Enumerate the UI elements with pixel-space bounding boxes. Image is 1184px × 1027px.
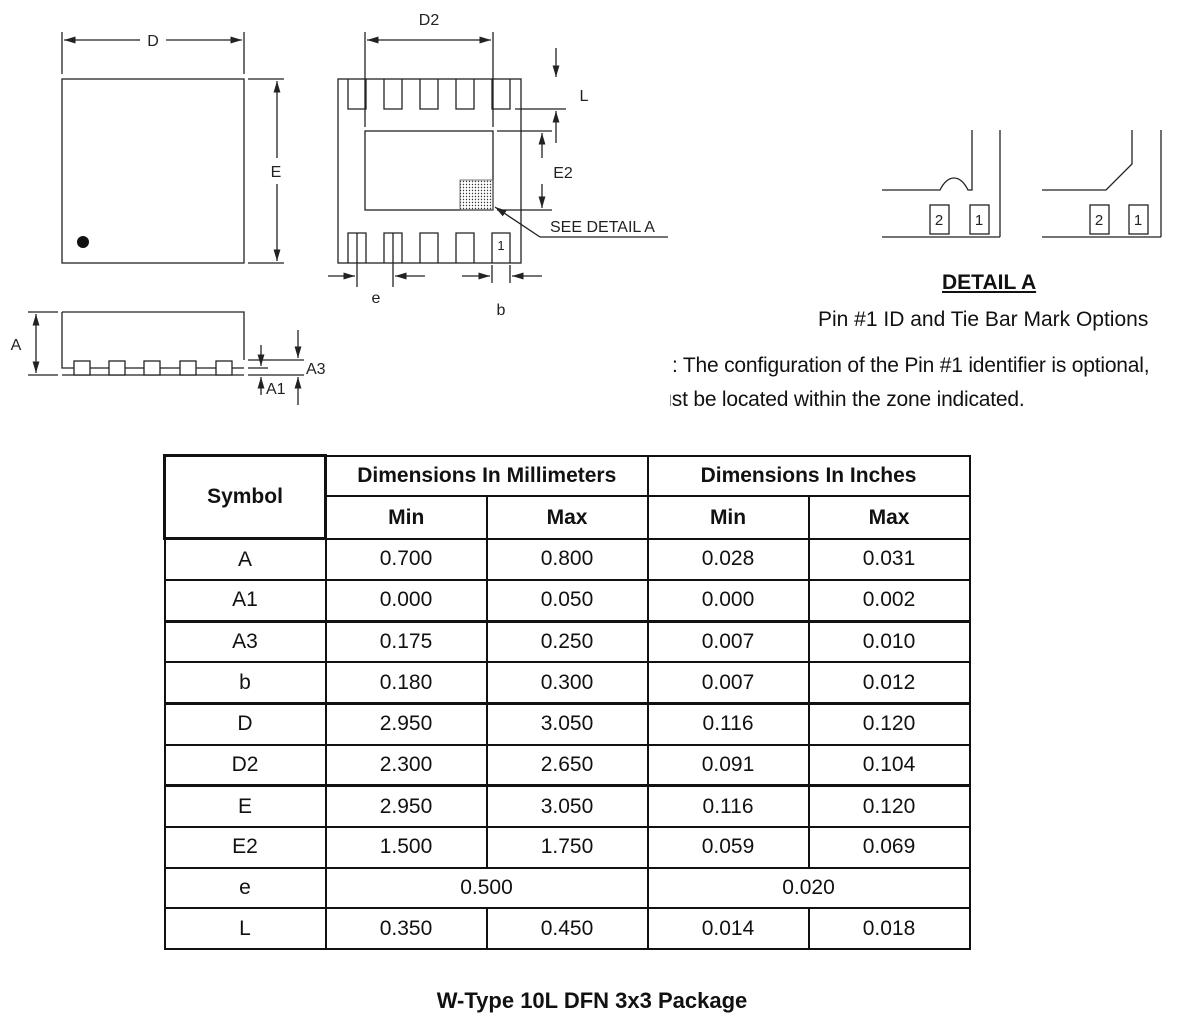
detail-a-note: : The configuration of the Pin #1 identi…	[670, 354, 1184, 420]
detail-pin1-label: 1	[1134, 212, 1142, 229]
mm-min-cell: 1.500	[324, 825, 488, 869]
mm-max-cell: 1.750	[485, 825, 649, 869]
mm-min-cell: 0.175	[324, 619, 488, 664]
in-min-cell: 0.091	[646, 743, 810, 787]
pin1-dot	[77, 236, 89, 248]
symbol-cell: A3	[163, 619, 327, 664]
mm-max-cell: 3.050	[485, 784, 649, 828]
table-row: L 0.350 0.450 0.014 0.018	[163, 907, 971, 950]
dim-d2-label: D2	[419, 12, 440, 29]
mm-max-header: Max	[485, 495, 649, 540]
pin1-label: 1	[497, 238, 504, 253]
package-caption: W-Type 10L DFN 3x3 Package	[436, 988, 748, 1013]
mm-min-cell: 0.180	[324, 661, 488, 705]
table-row: D2 2.300 2.650 0.091 0.104	[163, 743, 971, 787]
detail-pin2-label: 2	[1095, 212, 1103, 229]
dim-l-label: L	[580, 88, 589, 105]
mm-min-header: Min	[324, 495, 488, 540]
in-max-cell: 0.002	[807, 578, 971, 623]
detail-a-option-chamfer	[1042, 130, 1162, 238]
mm-value-cell: 0.500	[324, 866, 649, 910]
in-min-cell: 0.116	[646, 701, 810, 746]
mm-min-cell: 2.950	[324, 701, 488, 746]
mm-min-cell: 0.350	[324, 907, 488, 950]
in-min-cell: 0.116	[646, 784, 810, 828]
symbol-cell: D	[163, 701, 327, 746]
mm-max-cell: 2.650	[485, 743, 649, 787]
symbol-cell: E2	[163, 825, 327, 869]
in-min-cell: 0.059	[646, 825, 810, 869]
dimensions-table: Symbol Dimensions In Millimeters Dimensi…	[163, 453, 971, 950]
mm-max-cell: 0.050	[485, 578, 649, 623]
note-line-1: : The configuration of the Pin #1 identi…	[672, 354, 1150, 377]
dim-b-label: b	[497, 302, 506, 319]
detail-a-option-notch	[882, 130, 1001, 238]
mm-max-cell: 0.250	[485, 619, 649, 664]
mm-max-cell: 0.300	[485, 661, 649, 705]
in-max-cell: 0.104	[807, 743, 971, 787]
in-max-cell: 0.012	[807, 661, 971, 705]
table-row: A3 0.175 0.250 0.007 0.010	[163, 619, 971, 664]
note-line-2: must be located within the zone indicate…	[670, 388, 1025, 411]
bottom-view	[328, 32, 668, 287]
in-max-cell: 0.031	[807, 537, 971, 582]
in-max-cell: 0.120	[807, 784, 971, 828]
symbol-cell: D2	[163, 743, 327, 787]
in-min-header: Min	[646, 495, 810, 540]
table-row: E2 1.500 1.750 0.059 0.069	[163, 825, 971, 869]
detail-pin1-label: 1	[975, 212, 983, 229]
dim-a3-label: A3	[306, 361, 326, 378]
mm-min-cell: 0.700	[324, 537, 488, 582]
dim-e-pitch-label: e	[372, 290, 381, 307]
in-value-cell: 0.020	[646, 866, 971, 910]
symbol-header: Symbol	[163, 453, 327, 541]
dim-a-label: A	[11, 337, 22, 354]
table-row: D 2.950 3.050 0.116 0.120	[163, 701, 971, 746]
see-detail-label: SEE DETAIL A	[550, 219, 655, 236]
table-row: A 0.700 0.800 0.028 0.031	[163, 537, 971, 582]
symbol-cell: E	[163, 784, 327, 828]
symbol-cell: b	[163, 661, 327, 705]
dim-a1-label: A1	[266, 381, 286, 398]
dim-e2-label: E2	[553, 165, 573, 182]
detail-a-title: DETAIL A	[942, 271, 1037, 294]
table-row: A1 0.000 0.050 0.000 0.002	[163, 578, 971, 623]
in-max-cell: 0.120	[807, 701, 971, 746]
mm-max-cell: 3.050	[485, 701, 649, 746]
mm-min-cell: 2.300	[324, 743, 488, 787]
table-row: e 0.500 0.020	[163, 866, 971, 910]
dim-e-label: E	[271, 164, 282, 181]
package-drawing: D E	[11, 12, 1162, 405]
mm-header: Dimensions In Millimeters	[324, 454, 649, 498]
mm-max-cell: 0.450	[485, 907, 649, 950]
detail-a-subtitle: Pin #1 ID and Tie Bar Mark Options	[818, 308, 1149, 331]
dim-d-label: D	[147, 33, 159, 50]
table-row: b 0.180 0.300 0.007 0.012	[163, 661, 971, 705]
in-min-cell: 0.007	[646, 661, 810, 705]
symbol-cell: A1	[163, 578, 327, 623]
detail-pin2-label: 2	[935, 212, 943, 229]
symbol-cell: e	[163, 866, 327, 910]
in-max-header: Max	[807, 495, 971, 540]
side-view	[28, 311, 304, 405]
mm-max-cell: 0.800	[485, 537, 649, 582]
mm-min-cell: 2.950	[324, 784, 488, 828]
in-max-cell: 0.010	[807, 619, 971, 664]
inch-header: Dimensions In Inches	[646, 454, 971, 498]
symbol-cell: A	[163, 537, 327, 582]
mm-min-cell: 0.000	[324, 578, 488, 623]
in-max-cell: 0.018	[807, 907, 971, 950]
in-max-cell: 0.069	[807, 825, 971, 869]
top-view	[61, 32, 284, 264]
in-min-cell: 0.028	[646, 537, 810, 582]
in-min-cell: 0.007	[646, 619, 810, 664]
detail-a-zone	[459, 179, 494, 211]
in-min-cell: 0.000	[646, 578, 810, 623]
symbol-cell: L	[163, 907, 327, 950]
in-min-cell: 0.014	[646, 907, 810, 950]
table-row: E 2.950 3.050 0.116 0.120	[163, 784, 971, 828]
